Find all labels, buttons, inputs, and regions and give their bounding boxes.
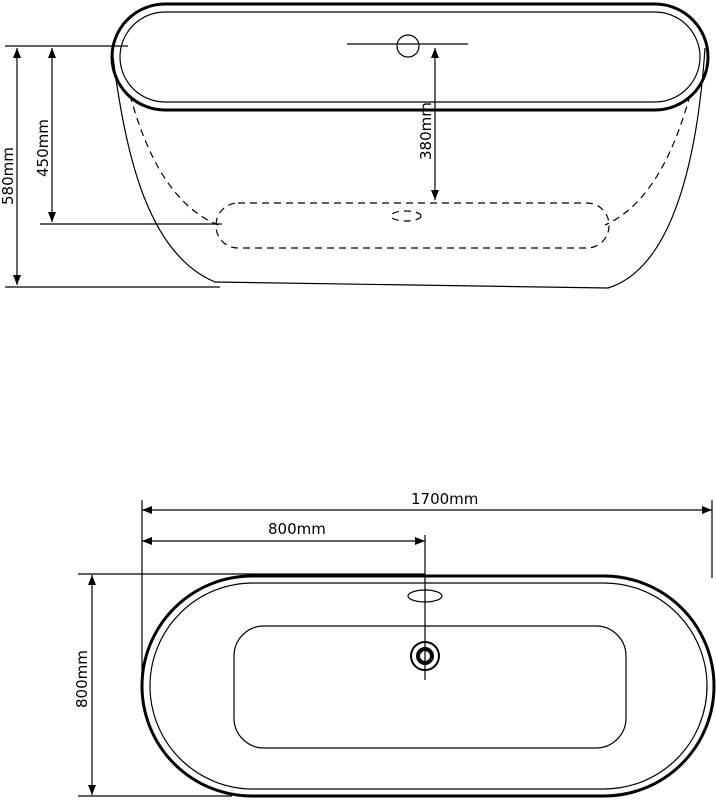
side-view: 580mm 450mm 380mm [0, 2, 710, 289]
drain-dashed-icon [390, 210, 422, 222]
interior-floor-dashed [215, 202, 610, 249]
tub-rim-inner [119, 11, 701, 103]
dim-800-drain-label: 800mm [268, 520, 326, 538]
interior-profile-dashed-right [604, 94, 691, 226]
top-view: 1700mm 800mm 800mm [73, 490, 716, 798]
dim-1700-label: 1700mm [411, 490, 478, 508]
dim-800-width-label: 800mm [73, 650, 91, 708]
dim-450-label: 450mm [34, 119, 52, 177]
tub-top-outer [140, 574, 716, 798]
tub-rim-outer [110, 2, 710, 112]
dim-380-label: 380mm [417, 102, 435, 160]
tub-basin [233, 625, 627, 749]
tub-top-inner-rim [149, 582, 708, 790]
tub-side-outline [111, 47, 706, 289]
dim-580-label: 580mm [0, 147, 17, 205]
overflow-icon [396, 34, 420, 58]
interior-profile-dashed [129, 94, 219, 226]
